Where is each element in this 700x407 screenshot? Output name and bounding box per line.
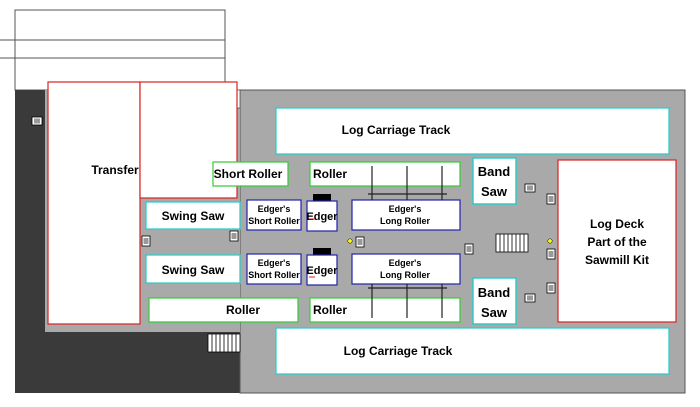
log-deck: Log Deck Part of the Sawmill Kit (557, 159, 677, 323)
outlet-icon (355, 236, 365, 248)
edgers-long-roller-upper-line2: Long Roller (380, 216, 430, 226)
roller-lower-left: Roller (148, 297, 299, 323)
edger-upper-label: Edger (306, 211, 338, 223)
swing-saw-lower: Swing Saw (145, 254, 241, 284)
edger-lower-label: Edger (306, 265, 338, 277)
outlet-icon (546, 193, 556, 205)
edgers-short-roller-upper-line2: Short Roller (248, 216, 300, 226)
outlet-icon (229, 230, 239, 242)
log-carriage-track-top-label: Log Carriage Track (342, 123, 451, 137)
edgers-short-roller-lower-line2: Short Roller (248, 270, 300, 280)
band-saw-upper-line1: Band (478, 164, 511, 179)
edgers-long-roller-lower: Edger's Long Roller (351, 253, 461, 285)
roller-upper-label: Roller (313, 167, 347, 181)
edgers-short-roller-upper-line1: Edger's (258, 204, 291, 214)
log-carriage-track-bottom-label: Log Carriage Track (344, 344, 453, 358)
swing-saw-lower-label: Swing Saw (162, 263, 225, 277)
short-roller: Short Roller (212, 161, 289, 187)
log-deck-line2: Part of the (587, 235, 647, 249)
stairs-icon (495, 233, 529, 253)
edgers-short-roller-lower-line1: Edger's (258, 258, 291, 268)
outlet-icon (31, 116, 43, 126)
edgers-long-roller-lower-line1: Edger's (389, 258, 422, 268)
short-roller-label: Short Roller (214, 167, 283, 181)
roller-upper: Roller (309, 161, 461, 187)
carriage-rails (368, 166, 447, 318)
edgers-short-roller-upper: Edger's Short Roller (246, 199, 302, 231)
outlet-icon (524, 293, 536, 303)
edgers-long-roller-lower-line2: Long Roller (380, 270, 430, 280)
edger-lower: Edger (306, 248, 338, 286)
band-saw-lower: Band Saw (472, 277, 517, 325)
roller-lower-mid: Roller (309, 297, 461, 323)
outlet-icon (464, 243, 474, 255)
outlet-icon (546, 282, 556, 294)
band-saw-lower-line1: Band (478, 285, 511, 300)
transfer: Transfer (47, 81, 238, 325)
grate-icon (207, 333, 241, 353)
edgers-short-roller-lower: Edger's Short Roller (246, 253, 302, 285)
band-saw-lower-line2: Saw (481, 305, 508, 320)
log-deck-line1: Log Deck (590, 217, 644, 231)
outlet-icon (546, 248, 556, 260)
log-carriage-track-bottom: Log Carriage Track (275, 327, 670, 375)
band-saw-upper-line2: Saw (481, 184, 508, 199)
roller-lower-left-label: Roller (226, 303, 260, 317)
outlet-icon (524, 183, 536, 193)
swing-saw-upper: Swing Saw (145, 201, 241, 230)
edgers-long-roller-upper: Edger's Long Roller (351, 199, 461, 231)
roller-lower-mid-label: Roller (313, 303, 347, 317)
log-carriage-track-top: Log Carriage Track (275, 107, 670, 155)
edgers-long-roller-upper-line1: Edger's (389, 204, 422, 214)
band-saw-upper: Band Saw (472, 157, 517, 205)
outlet-icon (141, 235, 151, 247)
swing-saw-upper-label: Swing Saw (162, 209, 225, 223)
marker-dots (309, 218, 553, 278)
transfer-label: Transfer (91, 163, 139, 177)
log-deck-line3: Sawmill Kit (585, 253, 649, 267)
edger-upper: Edger (306, 194, 338, 232)
